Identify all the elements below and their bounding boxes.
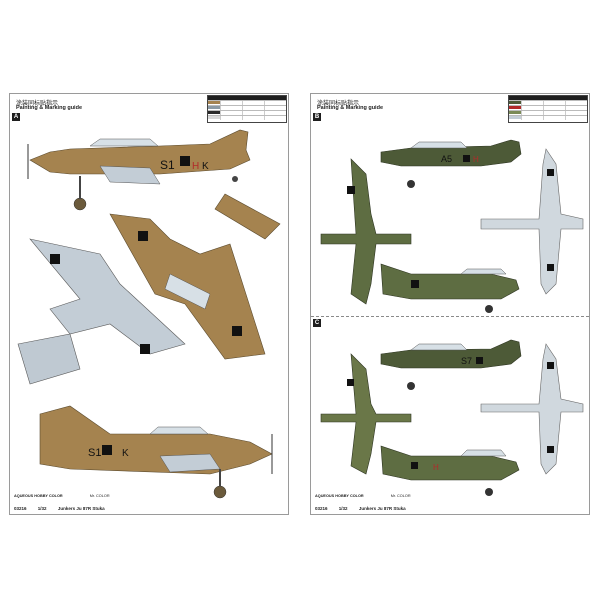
footer-aqueous: AQUEOUS HOBBY COLOR: [315, 494, 364, 498]
footer-aqueous: AQUEOUS HOBBY COLOR: [14, 494, 63, 498]
title-english: Painting & Marking guide: [16, 105, 83, 111]
paint-reference-legend: [207, 95, 287, 123]
code-h: H: [192, 161, 199, 172]
code-a5: A5: [441, 154, 452, 164]
code-k-bottom: K: [122, 448, 129, 459]
title-chinese: 涂装同标贴指示: [16, 101, 59, 107]
code-s1: S1: [160, 158, 175, 172]
footer-scale: 1/32: [338, 506, 348, 511]
section-label-b: B: [313, 113, 321, 121]
instruction-sheet-left: 涂装同标贴指示 Painting & Marking guide A S1 H …: [9, 93, 289, 515]
aircraft-drawings-right: A5 H S7: [320, 139, 584, 496]
code-s7: S7: [461, 356, 472, 366]
title-english: Painting & Marking guide: [317, 105, 384, 111]
section-label-a: A: [12, 113, 20, 121]
footer-paint-brands: AQUEOUS HOBBY COLOR Mr. COLOR: [14, 494, 110, 498]
footer-mr-color: Mr. COLOR: [89, 494, 110, 498]
legend-header: [208, 96, 286, 100]
footer-name: Junkers Ju 87R Stuka: [57, 506, 105, 511]
aircraft-side-view-b2: [380, 263, 520, 313]
footer-paint-brands: AQUEOUS HOBBY COLOR Mr. COLOR: [315, 494, 411, 498]
paint-reference-legend: [508, 95, 588, 123]
footer-code: 03216: [14, 506, 27, 511]
code-h-c: H: [433, 463, 439, 472]
aircraft-side-view-c: S7: [380, 339, 522, 390]
aircraft-side-view-b: A5 H: [380, 139, 522, 188]
code-k: K: [202, 161, 209, 172]
aircraft-top-view-b: [320, 158, 412, 305]
code-h-b: H: [473, 155, 479, 164]
footer-name: Junkers Ju 87R Stuka: [358, 506, 406, 511]
footer-scale: 1/32: [37, 506, 47, 511]
aircraft-side-view-bottom: S1 K: [39, 405, 273, 499]
section-label-c: C: [313, 319, 321, 327]
section-divider: [311, 316, 589, 317]
instruction-sheet-right: 涂装同标贴指示 Painting & Marking guide B C A5 …: [310, 93, 590, 515]
aircraft-top-view-c: [320, 353, 412, 475]
footer-product: 03216 1/32 Junkers Ju 87R Stuka: [14, 506, 115, 511]
aircraft-side-view-c2: H: [380, 445, 520, 496]
footer-product: 03216 1/32 Junkers Ju 87R Stuka: [315, 506, 416, 511]
aircraft-underside-c: [480, 343, 584, 475]
aircraft-underside-b: [480, 148, 584, 295]
title-chinese: 涂装同标贴指示: [317, 101, 360, 107]
aircraft-side-view-top: S1 H K: [27, 129, 251, 211]
footer-mr-color: Mr. COLOR: [390, 494, 411, 498]
code-s1-bottom: S1: [88, 447, 101, 459]
aircraft-top-view: [109, 193, 281, 360]
legend-header: [509, 96, 587, 100]
footer-code: 03216: [315, 506, 328, 511]
aircraft-underside-view: [17, 238, 186, 385]
aircraft-drawings-left: S1 H K S1: [17, 129, 281, 499]
